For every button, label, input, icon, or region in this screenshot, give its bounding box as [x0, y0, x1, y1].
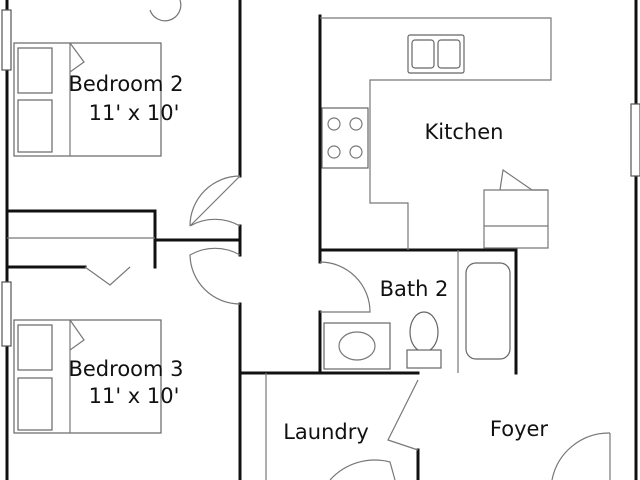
door-laundry-lower — [329, 459, 396, 480]
kitchen-name: Kitchen — [425, 120, 504, 144]
bath-vanity — [323, 322, 391, 370]
laundry-name: Laundry — [283, 420, 369, 444]
bedroom2-name: Bedroom 2 — [68, 72, 183, 96]
bath2-name: Bath 2 — [380, 277, 449, 301]
door-laundry — [387, 379, 419, 451]
door-top-fragment — [149, 0, 182, 22]
bedroom3-size: 11' x 10' — [89, 384, 180, 408]
outer-walls — [5, 0, 638, 480]
kitchen-stove — [321, 107, 369, 169]
bath2-fixtures — [323, 250, 511, 373]
doors — [84, 0, 611, 480]
door-front — [551, 432, 611, 480]
bedroom2-size: 11' x 10' — [89, 101, 180, 125]
door-bedroom2 — [189, 175, 241, 227]
bathtub — [465, 262, 511, 360]
bed-bedroom2 — [13, 42, 162, 157]
kitchen-counters — [320, 17, 552, 250]
window-left-bottom — [1, 281, 12, 347]
bed-bedroom3 — [13, 319, 162, 434]
window-left-top — [1, 9, 12, 71]
foyer-name: Foyer — [490, 417, 549, 441]
bedroom3-name: Bedroom 3 — [68, 357, 183, 381]
window-right — [630, 103, 640, 177]
door-bath2 — [319, 261, 371, 313]
toilet — [406, 311, 442, 369]
door-closet — [84, 266, 131, 286]
kitchen-pantry — [483, 189, 549, 249]
door-bedroom3 — [189, 247, 241, 305]
interior-walls — [5, 0, 518, 480]
windows — [1, 9, 640, 347]
